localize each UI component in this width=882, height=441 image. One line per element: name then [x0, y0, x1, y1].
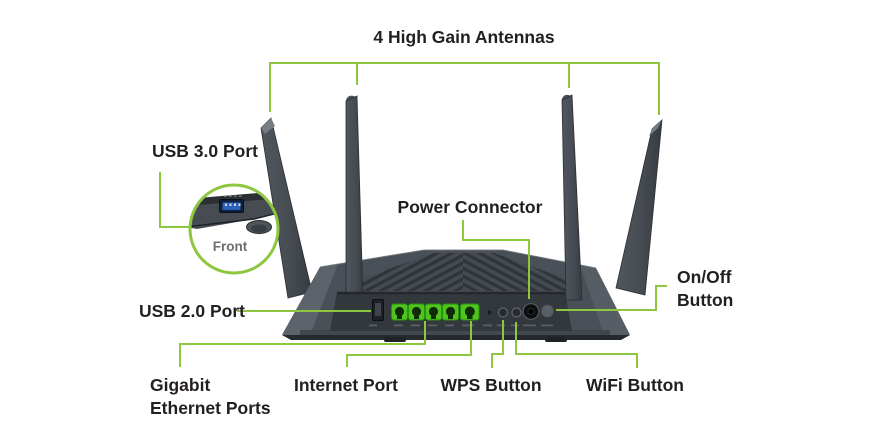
foot-right: [545, 337, 567, 342]
label-antennas: 4 High Gain Antennas: [373, 27, 555, 47]
antenna-1-tip-highlight: [261, 118, 275, 134]
label-front: Front: [212, 239, 248, 254]
reset-pinhole: [487, 310, 492, 315]
lan-port-3-notch: [431, 315, 436, 319]
antenna-4: [615, 119, 663, 296]
wifi-callout: [515, 322, 638, 368]
antennas-bracket: [269, 62, 660, 115]
label-usb2-port: USB 2.0 Port: [139, 301, 245, 321]
internet-port-jack: [464, 306, 475, 317]
label-power-connector: Power Connector: [397, 197, 543, 217]
body-lower-strip: [300, 330, 610, 336]
usb3-magnifier: [188, 183, 280, 275]
label-onoff-button: On/Off Button: [677, 267, 734, 310]
lan-port-2-jack: [411, 306, 422, 317]
body-bottom-hem: [282, 335, 630, 340]
onoff-callout: [556, 285, 667, 311]
inner-antennas: [345, 94, 583, 301]
gigabit-callout: [179, 321, 426, 367]
wps-callout: [491, 320, 504, 368]
foot-left: [384, 337, 406, 342]
usb3-vent-marks: [224, 195, 242, 197]
vent-pattern-left: [347, 253, 463, 291]
antenna-3: [561, 94, 583, 301]
body-left-facet: [282, 264, 338, 335]
usb2-port-tongue: [375, 303, 381, 316]
antenna-2: [345, 95, 364, 301]
label-wifi-button: WiFi Button: [585, 375, 685, 395]
lan-port-4-notch: [448, 315, 453, 319]
lan-port-1-jack: [394, 306, 405, 317]
lan-port-4-jack: [445, 306, 456, 317]
antennas-group: [260, 117, 663, 299]
lan-port-2-notch: [414, 315, 419, 319]
magnifier-ring: [188, 183, 280, 275]
wps-button: [497, 307, 509, 318]
label-usb3-port: USB 3.0 Port: [152, 141, 258, 161]
power-callout: [462, 220, 530, 299]
front-bottom-edge: [190, 211, 278, 228]
body-ridge-highlight: [319, 249, 597, 269]
label-gigabit-ports: Gigabit Ethernet Ports: [150, 375, 271, 418]
usb3-port: [219, 195, 244, 213]
wifi-button: [511, 307, 522, 318]
gigabit-ethernet-ports: [391, 303, 459, 321]
front-face: [190, 198, 278, 229]
usb3-port-pins: [225, 203, 241, 206]
body-right-facet: [580, 265, 630, 335]
antenna-4-tip-highlight: [649, 120, 662, 136]
label-wps-button: WPS Button: [440, 375, 542, 395]
callout-lines: [159, 62, 667, 368]
internet-port-notch: [467, 315, 473, 319]
back-panel: [330, 291, 572, 331]
vent-pattern-right: [463, 253, 580, 291]
on-off-button: [540, 303, 555, 319]
power-connector-pin: [527, 307, 535, 316]
front-foot-inner: [251, 224, 267, 233]
lan-port-1-notch: [397, 315, 402, 319]
label-internet-port: Internet Port: [293, 375, 399, 395]
lan-port-3-jack: [428, 306, 439, 317]
internet-callout: [346, 321, 472, 367]
usb3-callout: [159, 172, 189, 228]
